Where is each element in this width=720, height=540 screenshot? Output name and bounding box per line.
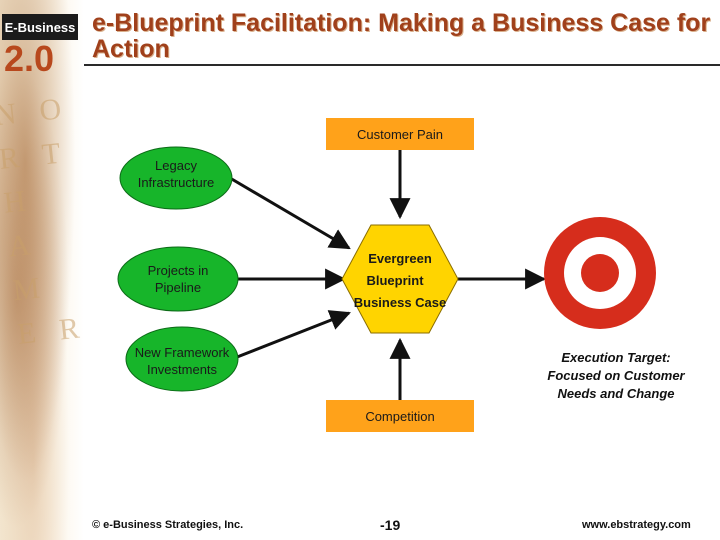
execution-target-line-1: Execution Target: — [561, 350, 671, 365]
footer-page-number: -19 — [380, 517, 401, 533]
legacy-label: Legacy Infrastructure — [137, 158, 215, 190]
new-framework-label: New Framework Investments — [134, 345, 230, 377]
execution-target-line-3: Needs and Change — [557, 386, 675, 401]
legacy-arrow — [229, 176, 351, 250]
execution-target-caption: Execution Target: Focused on Customer Ne… — [536, 349, 696, 403]
execution-target-line-2: Focused on Customer — [547, 368, 685, 383]
target-bullseye — [581, 254, 619, 292]
title-divider — [84, 64, 720, 66]
decorative-sidebar: N O R T H A M E R — [0, 0, 84, 540]
new-framework-node — [125, 326, 239, 392]
customer-pain-label: Customer Pain — [357, 127, 443, 142]
competition-label: Competition — [365, 409, 435, 424]
projects-label: Projects in Pipeline — [147, 263, 209, 295]
legacy-node — [119, 146, 233, 210]
sepia-map-texture — [0, 0, 84, 540]
new-framework-arrow — [231, 310, 351, 361]
customer-pain-box — [326, 118, 474, 150]
logo-version: 2.0 — [4, 38, 55, 79]
footer-website: www.ebstrategy.com — [582, 519, 691, 531]
slide-title: e-Blueprint Facilitation: Making a Busin… — [92, 9, 711, 63]
hexagon-line-3: Business Case — [353, 295, 447, 310]
competition-box — [326, 400, 474, 432]
blueprint-hexagon — [341, 224, 459, 334]
hexagon-line-2: Blueprint — [366, 273, 424, 288]
logo-brand: E-Business — [2, 14, 78, 40]
projects-node — [117, 246, 239, 312]
footer-copyright: © e-Business Strategies, Inc. — [92, 519, 244, 531]
hexagon-line-1: Evergreen — [368, 251, 432, 266]
